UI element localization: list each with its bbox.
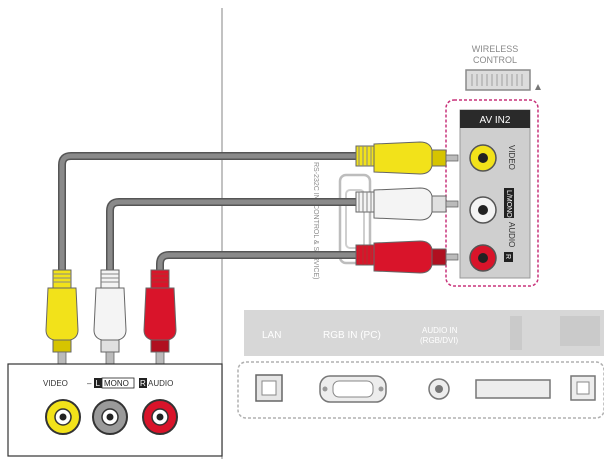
bottom-mono-label: MONO [104,379,129,388]
rs232c-port-outline [338,173,372,265]
wireless-control-label-2: CONTROL [473,55,517,65]
panel-r-box [504,252,513,262]
cable-audio-left [106,198,364,286]
rs232c-label: RS-232C IN (CONTROL & SERVICE) [312,162,319,279]
rgb-in-label: RGB IN (PC) [323,330,381,341]
lan-label: LAN [262,330,281,341]
bottom-mono-box [101,377,135,389]
bottom-audio-label: AUDIO [148,379,173,388]
av-in2-dashed-border [445,99,539,287]
bottom-l-box [94,378,102,388]
bottom-l-label: L [96,379,101,388]
av-in2-header [460,110,530,128]
plug-video-horizontal [355,141,459,175]
wireless-control-label-1: WIRELESS [472,44,519,54]
wide-port [475,379,551,399]
panel-video-label: VIDEO [507,145,516,170]
cable-group [58,152,364,286]
tv-port-dashed-area [237,361,604,419]
arrow-up-icon [535,84,541,90]
svg-text:–: – [87,379,92,388]
av-in2-title: AV IN2 [480,115,511,126]
plug-audio-left-vertical [93,269,127,365]
panel-mono-label: L/MONO [505,190,512,218]
plug-video-vertical [45,269,79,365]
bottom-video-label: VIDEO [43,379,68,388]
plug-audio-right-horizontal [355,240,459,274]
panel-r-label: R [504,254,511,259]
av-in2-panel [459,109,531,279]
tv-port-label-strip [244,310,604,356]
plug-audio-left-horizontal [355,187,459,221]
plug-audio-right-vertical [143,269,177,365]
cable-audio-right [156,251,364,286]
panel-audio-label: AUDIO [507,222,516,247]
audio-in-label-2: (RGB/DVI) [420,336,459,345]
wireless-control-port [465,69,531,91]
panel-mono-box [504,188,514,218]
audio-in-label-1: AUDIO IN [422,326,458,335]
bottom-r-label: R [140,379,146,388]
bottom-r-box [139,378,147,388]
